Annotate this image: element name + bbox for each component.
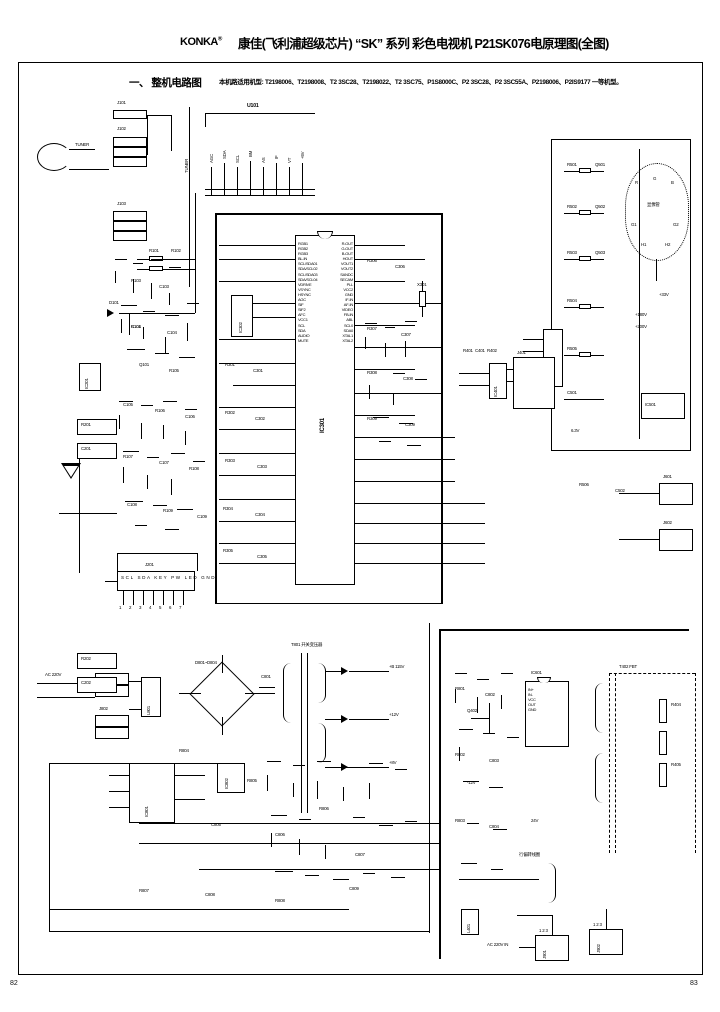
bridge-rectifier	[189, 661, 255, 727]
component-field-upper-left	[109, 253, 219, 373]
brand-text: KONKA	[180, 36, 218, 48]
registered-mark: ®	[217, 36, 222, 43]
component-field-right-of-ic	[359, 313, 439, 463]
component-field-mid-left	[115, 393, 215, 543]
page-title: 康佳(飞利浦超级芯片) “SK” 系列 彩色电视机 P21SK076电原理图(全…	[238, 37, 609, 51]
schematic-frame: 一、 整机电路图 本机路适用机型: T2198006、T2198008、T2 3…	[18, 62, 703, 975]
page-number-left: 82	[10, 980, 18, 987]
section-title: 一、 整机电路图	[129, 77, 202, 89]
component-field-bottom-right	[449, 663, 529, 903]
page-number-right: 83	[690, 980, 698, 987]
ic301-package	[295, 235, 355, 585]
ic301-label: IC301	[320, 417, 326, 433]
konka-logo: KONKA®	[180, 36, 222, 48]
crt-tube	[625, 163, 689, 261]
component-field-power	[259, 753, 429, 913]
model-list: 本机路适用机型: T2198006、T2198008、T2 3SC28、T219…	[219, 79, 623, 86]
